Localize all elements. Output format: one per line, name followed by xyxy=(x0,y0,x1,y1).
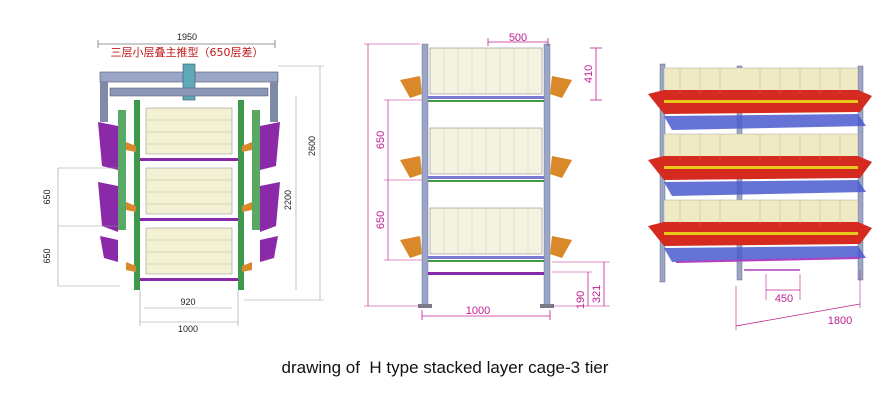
figure-caption: drawing of H type stacked layer cage-3 t… xyxy=(281,358,609,377)
dim-foot-height: 190 xyxy=(575,291,587,309)
dim-height-total: 2600 xyxy=(307,136,317,156)
right-3d-view: 450 1800 xyxy=(648,63,872,330)
dim-left-tier-1: 650 xyxy=(42,189,52,204)
left-drawing-title: 三层小层叠主推型（650层差） xyxy=(111,45,264,59)
dim-cage-height: 410 xyxy=(583,65,595,83)
dim-height-inner: 2200 xyxy=(283,190,293,210)
tier-middle xyxy=(648,133,872,196)
dim-right-length: 1800 xyxy=(828,315,852,327)
dim-mid-tier-1: 650 xyxy=(375,131,387,149)
dim-cage-width: 500 xyxy=(509,32,527,44)
dim-width-outer: 1000 xyxy=(178,324,198,334)
middle-side-view: 500 410 650 650 1000 190 321 xyxy=(364,32,610,320)
dim-leg-spacing: 450 xyxy=(775,293,793,305)
dim-width-top: 1950 xyxy=(177,32,197,42)
dim-base-height: 321 xyxy=(591,285,603,303)
dim-left-tier-2: 650 xyxy=(42,248,52,263)
dim-mid-tier-2: 650 xyxy=(375,211,387,229)
tier-top xyxy=(648,67,872,130)
dim-width-inner: 920 xyxy=(180,297,195,307)
left-front-view: 1950 三层小层叠主推型（650层差） xyxy=(42,32,324,334)
dim-mid-length: 1000 xyxy=(466,305,490,317)
